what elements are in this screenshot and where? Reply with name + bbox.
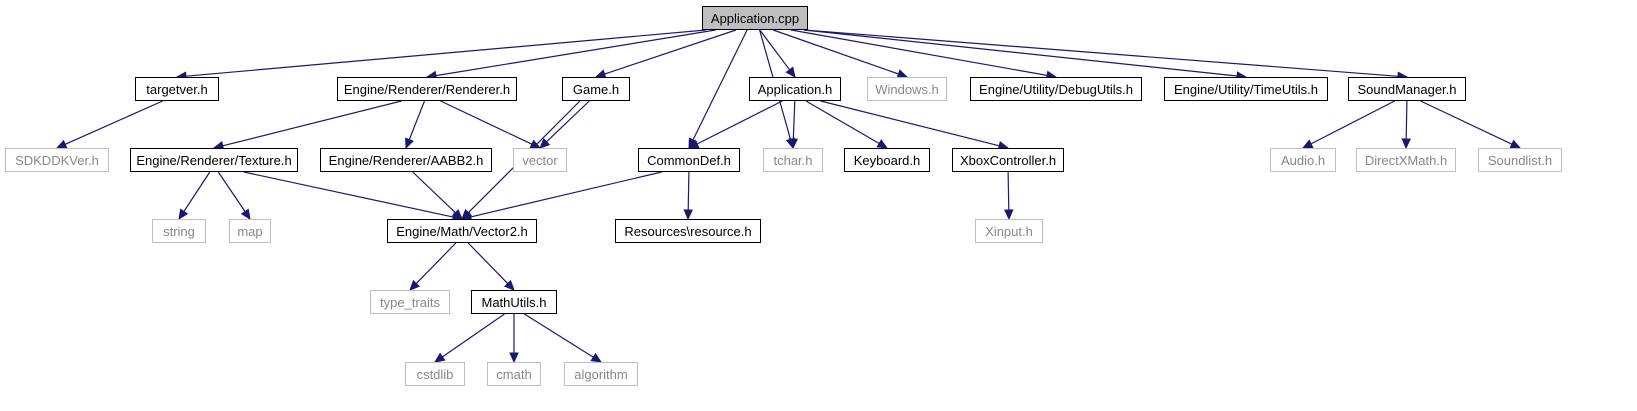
arrowhead-directxmath-h [1401, 138, 1411, 150]
edge-application-cpp-to-commondef-h [692, 29, 748, 141]
node-cmath[interactable]: cmath [487, 362, 541, 386]
arrowhead-cmath [509, 352, 519, 364]
edge-soundmanager-h-to-soundlist-h [1420, 100, 1513, 145]
arrowhead-aabb2-h [405, 137, 414, 150]
edge-soundmanager-h-to-directxmath-h [1405, 100, 1408, 140]
arrowhead-string [178, 208, 189, 221]
node-type-traits[interactable]: type_traits [370, 290, 450, 314]
arrowhead-vector [539, 137, 551, 149]
edge-application-cpp-to-soundmanager-h [803, 29, 1399, 77]
node-keyboard-h[interactable]: Keyboard.h [844, 148, 930, 172]
edge-application-cpp-to-application-h [759, 29, 791, 71]
node-application-h[interactable]: Application.h [749, 77, 841, 101]
edge-texture-h-to-map [217, 171, 246, 212]
node-map[interactable]: map [229, 219, 271, 243]
edge-game-h-to-vector [546, 100, 590, 143]
edge-application-cpp-to-renderer-h [435, 29, 716, 77]
arrowhead-cstdlib [433, 352, 446, 363]
edge-texture-h-to-vector2-h [243, 171, 454, 218]
arrowhead-soundlist-h [1509, 139, 1522, 149]
edge-targetver-h-to-sdkddkver-h [64, 100, 163, 145]
edge-application-h-to-xboxcontroller-h [820, 100, 1000, 147]
edge-texture-h-to-string [183, 171, 211, 212]
node-vector2-h[interactable]: Engine/Math/Vector2.h [387, 219, 537, 243]
edge-application-cpp-to-timeutils-h [803, 29, 1238, 77]
node-texture-h[interactable]: Engine/Renderer/Texture.h [130, 148, 298, 172]
node-aabb2-h[interactable]: Engine/Renderer/AABB2.h [320, 148, 492, 172]
node-commondef-h[interactable]: CommonDef.h [638, 148, 740, 172]
node-soundlist-h[interactable]: Soundlist.h [1478, 148, 1562, 172]
node-resource-h[interactable]: Resources\resource.h [615, 219, 761, 243]
arrowhead-application-h [785, 66, 796, 78]
edge-application-h-to-keyboard-h [805, 100, 880, 145]
node-targetver-h[interactable]: targetver.h [135, 77, 219, 101]
node-directxmath-h[interactable]: DirectXMath.h [1356, 148, 1456, 172]
node-mathutils-h[interactable]: MathUtils.h [471, 290, 557, 314]
edge-application-cpp-to-windows-h [773, 29, 899, 75]
edge-application-cpp-to-debugutils-h [790, 29, 1048, 76]
node-renderer-h[interactable]: Engine/Renderer/Renderer.h [337, 77, 517, 101]
arrowhead-algorithm [590, 352, 603, 363]
node-xboxcontroller-h[interactable]: XboxController.h [952, 148, 1064, 172]
edge-vector2-h-to-mathutils-h [467, 242, 509, 285]
edge-soundmanager-h-to-audio-h [1310, 100, 1395, 145]
node-application-cpp[interactable]: Application.cpp [702, 6, 808, 30]
edge-xboxcontroller-h-to-xinput-h [1007, 171, 1010, 211]
node-sdkddkver-h[interactable]: SDKDDKVer.h [5, 148, 109, 172]
node-cstdlib[interactable]: cstdlib [405, 362, 465, 386]
arrowhead-audio-h [1301, 139, 1314, 149]
edge-vector2-h-to-type-traits [415, 242, 457, 285]
node-tchar-h[interactable]: tchar.h [763, 148, 823, 172]
edge-renderer-h-to-aabb2-h [408, 100, 426, 140]
edge-application-cpp-to-targetver-h [185, 29, 707, 77]
node-windows-h[interactable]: Windows.h [867, 77, 947, 101]
node-algorithm[interactable]: algorithm [564, 362, 638, 386]
node-timeutils-h[interactable]: Engine/Utility/TimeUtils.h [1164, 77, 1328, 101]
edge-renderer-h-to-texture-h [222, 100, 402, 147]
arrowhead-vector2-h [451, 208, 463, 220]
arrowhead-mathutils-h [503, 279, 515, 291]
arrowhead-commondef-h [687, 139, 700, 149]
edge-mathutils-h-to-algorithm [524, 313, 594, 358]
edge-mathutils-h-to-cstdlib [442, 313, 505, 358]
node-xinput-h[interactable]: Xinput.h [975, 219, 1043, 243]
node-vector[interactable]: vector [513, 148, 567, 172]
arrowhead-resource-h [683, 209, 693, 221]
arrowhead-xinput-h [1004, 209, 1014, 221]
edge-application-cpp-to-game-h [604, 29, 737, 75]
arrowhead-map [240, 208, 251, 221]
edge-renderer-h-to-vector [440, 100, 533, 145]
edge-aabb2-h-to-vector2-h [412, 171, 456, 214]
node-string[interactable]: string [152, 219, 206, 243]
edge-application-h-to-commondef-h [696, 100, 783, 145]
edge-commondef-h-to-vector2-h [470, 171, 662, 218]
node-soundmanager-h[interactable]: SoundManager.h [1348, 77, 1466, 101]
arrowhead-type-traits [409, 279, 421, 291]
arrowhead-tchar-h [788, 138, 799, 150]
arrowhead-keyboard-h [876, 139, 889, 149]
node-debugutils-h[interactable]: Engine/Utility/DebugUtils.h [970, 77, 1142, 101]
edge-application-h-to-tchar-h [792, 100, 796, 140]
edge-commondef-h-to-resource-h [687, 171, 690, 211]
node-audio-h[interactable]: Audio.h [1270, 148, 1336, 172]
arrowhead-sdkddkver-h [55, 139, 68, 149]
node-game-h[interactable]: Game.h [562, 77, 630, 101]
